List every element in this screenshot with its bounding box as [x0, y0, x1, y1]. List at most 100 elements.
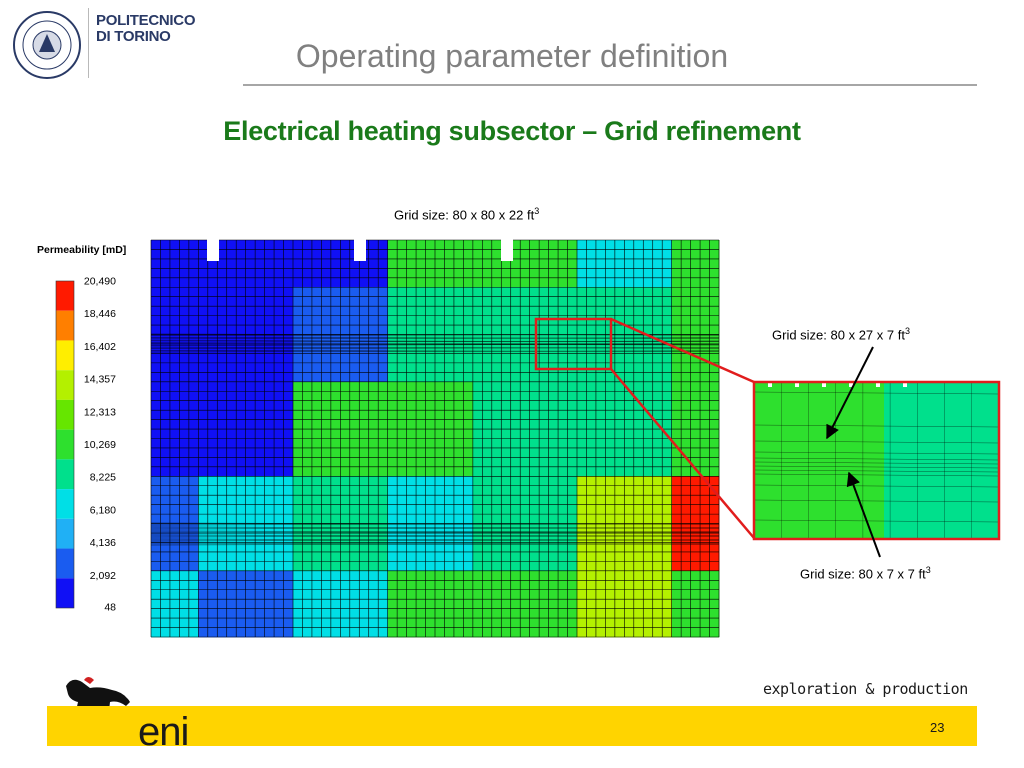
refined-layer-line — [150, 543, 720, 546]
refined-layer-line — [150, 343, 720, 346]
grid-block — [472, 570, 578, 638]
inset-row-line — [753, 469, 1000, 473]
refined-layer-line — [150, 523, 720, 526]
grid-block — [387, 240, 474, 288]
inset-notch — [876, 383, 880, 387]
legend-swatch — [56, 340, 74, 371]
refined-layer-line — [150, 350, 720, 352]
refined-layer-line — [150, 347, 720, 349]
inset-row-line — [753, 519, 1000, 523]
inset-notch — [822, 383, 826, 387]
grid-block — [671, 240, 720, 288]
main-grid-caption-text: Grid size: 80 x 80 x 22 ft — [394, 207, 535, 223]
inset-row-line — [753, 473, 1000, 477]
legend-tick-label: 10,269 — [84, 439, 116, 451]
page-title: Operating parameter definition — [295, 38, 729, 74]
inset-row-line — [753, 461, 1000, 465]
refined-layer-line — [150, 531, 720, 534]
legend-tick-label: 20,490 — [84, 276, 116, 288]
refined-layer-line — [150, 344, 720, 346]
legend-tick-label: 8,225 — [90, 472, 116, 484]
fine-grid-caption-exponent: 3 — [925, 565, 931, 575]
grid-notch — [207, 239, 219, 261]
legend-swatch — [56, 370, 74, 400]
refined-layer-line — [150, 333, 720, 336]
grid-block — [671, 570, 720, 638]
inset-notch — [768, 383, 772, 387]
zoom-inset-frame — [752, 380, 1001, 541]
inset-notch — [849, 383, 853, 387]
fine-grid-arrow — [846, 471, 881, 558]
refined-layer-line — [150, 535, 720, 538]
university-name-line1: POLITECNICO — [96, 12, 196, 29]
grid-block — [387, 570, 474, 638]
refined-layer-line — [150, 334, 720, 336]
main-grid-caption: Grid size: 80 x 80 x 22 ft3 — [394, 206, 539, 222]
logo-divider — [88, 8, 89, 78]
grid-notch — [501, 239, 513, 261]
legend-tick-label: 6,180 — [90, 504, 116, 516]
legend-tick-label: 4,136 — [90, 537, 116, 549]
fine-grid-caption: Grid size: 80 x 7 x 7 ft3 — [800, 565, 931, 581]
inset-row-line — [753, 451, 1000, 455]
inset-green-block — [754, 382, 884, 539]
inset-row-line — [753, 391, 1000, 395]
inset-row-line — [753, 440, 1000, 444]
grid-notch — [354, 239, 366, 261]
inset-notch — [795, 383, 799, 387]
refined-layer-line — [150, 337, 720, 339]
university-seal-icon — [13, 11, 81, 79]
refined-layer-line — [150, 346, 720, 349]
main-grid-caption-exponent: 3 — [534, 206, 540, 216]
zoom-connector-top — [610, 317, 755, 384]
legend-frame — [55, 280, 75, 609]
legend-swatch — [56, 459, 74, 490]
legend-swatch — [56, 518, 74, 549]
division-label: exploration & production — [763, 680, 968, 698]
inset-row-line — [753, 457, 1000, 461]
coarse-grid-caption: Grid size: 80 x 27 x 7 ft3 — [772, 326, 910, 342]
inset-row-line — [753, 465, 1000, 469]
page-number: 23 — [930, 720, 945, 735]
inset-aqua-block — [884, 382, 999, 539]
coarse-grid-caption-text: Grid size: 80 x 27 x 7 ft — [772, 327, 905, 343]
grid-block — [151, 240, 294, 288]
legend-tick-label: 2,092 — [90, 570, 116, 582]
legend-tick-label: 16,402 — [84, 341, 116, 353]
fine-grid-caption-text: Grid size: 80 x 7 x 7 ft — [800, 566, 926, 582]
inset-row-line — [753, 499, 1000, 503]
inset-notch — [903, 383, 907, 387]
inset-row-line — [753, 484, 1000, 488]
university-name-line2: DI TORINO — [96, 28, 171, 45]
zoom-source-frame — [534, 317, 613, 371]
reservoir-grid-figure — [150, 239, 1001, 638]
coarse-grid-caption-exponent: 3 — [904, 326, 910, 336]
legend-swatch — [56, 548, 74, 579]
slide-subtitle: Electrical heating subsector – Grid refi… — [223, 116, 801, 146]
grid-block — [151, 570, 199, 638]
legend-tick-label: 12,313 — [84, 406, 116, 418]
eni-six-legged-dog-logo-icon — [66, 677, 130, 722]
refined-layer-line — [150, 337, 720, 340]
legend-tick-label: 48 — [104, 602, 116, 614]
legend-swatch — [56, 489, 74, 519]
legend-swatch — [56, 578, 74, 608]
title-rule — [243, 84, 977, 86]
legend-swatch — [56, 429, 74, 460]
footer-bar — [47, 706, 977, 746]
refined-layer-line — [150, 350, 720, 353]
legend-swatch — [56, 399, 74, 430]
inset-row-line — [753, 424, 1000, 428]
refined-layer-line — [150, 340, 720, 342]
refined-layer-line — [150, 340, 720, 343]
eni-brand-text: eni — [138, 710, 189, 754]
legend-swatch — [56, 310, 74, 341]
refined-layer-line — [150, 539, 720, 542]
legend-tick-label: 18,446 — [84, 308, 116, 320]
permeability-legend: 20,490 18,446 16,402 14,357 12,313 10,269 8,22… — [55, 276, 116, 614]
legend-tick-label: 14,357 — [84, 374, 116, 386]
zoom-connector-bottom — [610, 368, 755, 539]
coarse-grid-arrow — [826, 346, 874, 440]
legend-swatch — [56, 281, 74, 311]
grid-block — [472, 240, 578, 288]
